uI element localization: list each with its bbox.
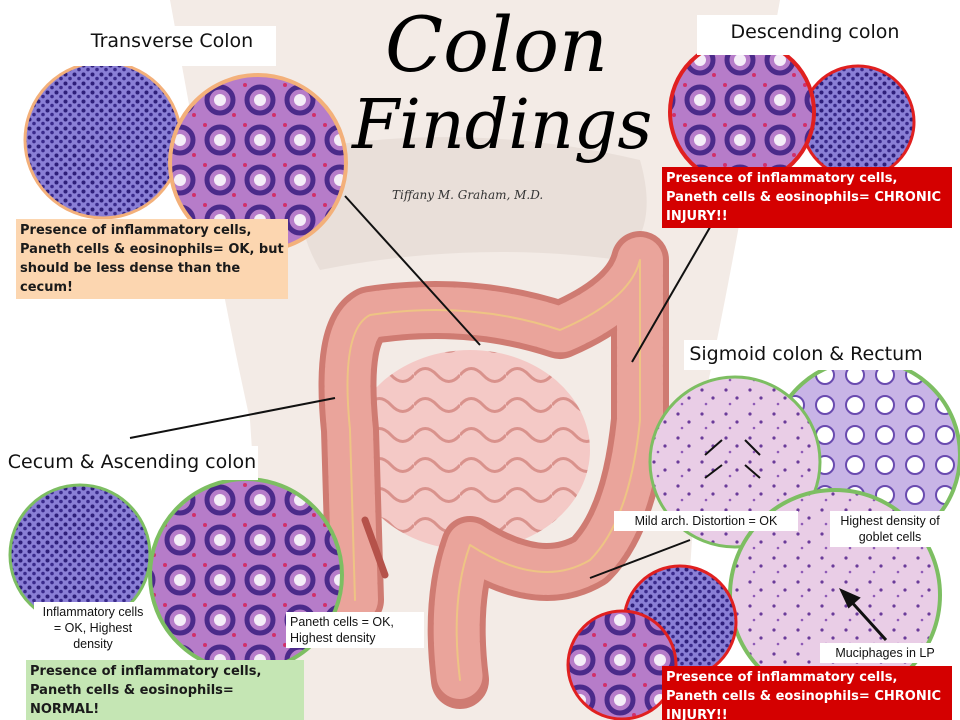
appendix: [361, 516, 389, 579]
author-signature: Tiffany M. Graham, M.D.: [392, 188, 544, 202]
descending-note: Presence of inflammatory cells, Paneth c…: [662, 167, 952, 228]
descending-heading: Descending colon: [697, 15, 933, 55]
cecum-note: Presence of inflammatory cells, Paneth c…: [26, 660, 304, 720]
sigmoid-arch-label: Mild arch. Distortion = OK: [614, 511, 798, 531]
cecum-paneth-label: Paneth cells = OK, Highest density: [286, 612, 424, 648]
cecum-heading: Cecum & Ascending colon: [6, 446, 258, 480]
sigmoid-heading: Sigmoid colon & Rectum: [684, 340, 928, 370]
sigmoid-goblet-label: Highest density of goblet cells: [830, 511, 950, 547]
sigmoid-note: Presence of inflammatory cells, Paneth c…: [662, 666, 952, 720]
small-intestine: [350, 350, 590, 550]
histology-descending-crypt: [668, 38, 816, 186]
histology-sigmoid-mucosa: [648, 375, 822, 549]
pointer-line: [129, 195, 721, 579]
muciphage-arrow: [838, 588, 888, 642]
cecum-inflammatory-label: Inflammatory cells = OK, Highest density: [34, 602, 152, 654]
histology-transverse-lymphoid: [23, 60, 183, 220]
large-intestine: [318, 231, 669, 709]
arrowhead-icon: [704, 439, 761, 479]
histology-descending-lymphoid: [800, 64, 916, 180]
sigmoid-muciphages-label: Muciphages in LP: [820, 643, 950, 663]
histology-rectum-crypt: [566, 609, 678, 720]
title-line2: Findings: [352, 86, 653, 165]
transverse-heading: Transverse Colon: [68, 26, 276, 66]
transverse-note: Presence of inflammatory cells, Paneth c…: [16, 219, 288, 299]
title-line1: Colon: [385, 0, 608, 89]
